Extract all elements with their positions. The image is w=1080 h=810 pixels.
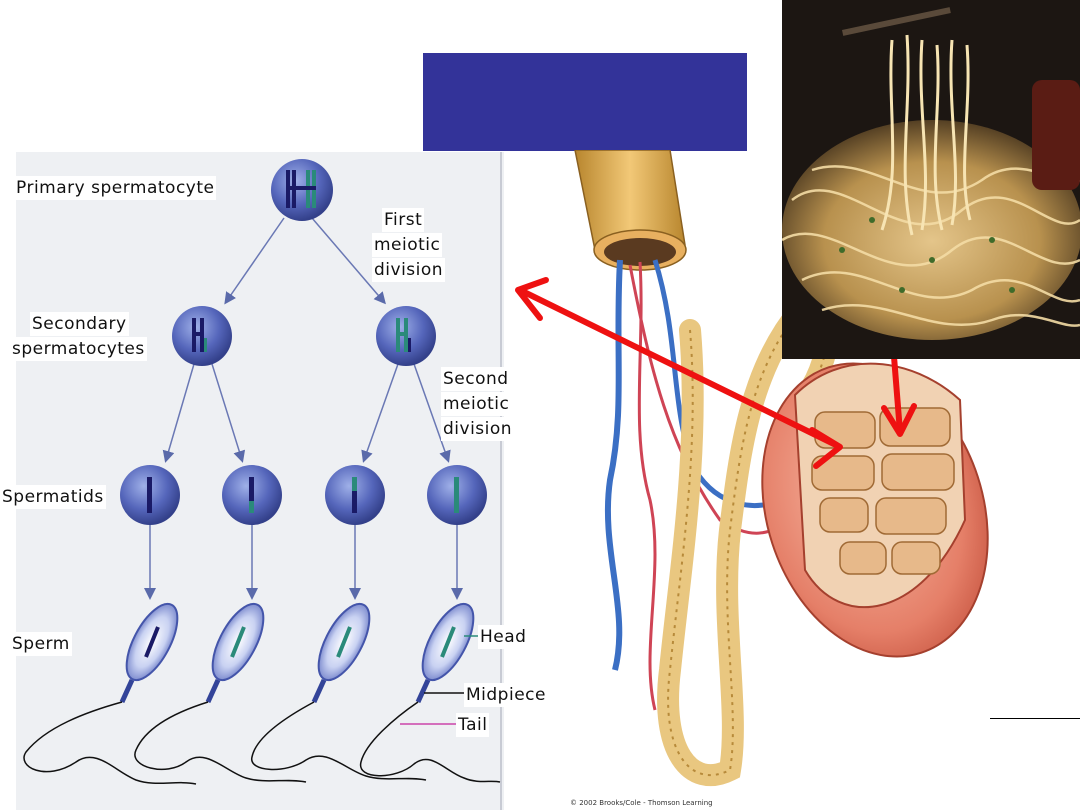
secondary-spermatocyte-cell-left xyxy=(172,306,232,366)
tail-label: Tail xyxy=(456,713,490,737)
spaghetti-photo xyxy=(782,0,1080,359)
spermatid-cell-2 xyxy=(222,465,282,525)
spermatid-cell-4 xyxy=(427,465,487,525)
first-division-label-line3: division xyxy=(372,258,446,282)
first-division-label-line1: First xyxy=(382,208,425,232)
head-label: Head xyxy=(478,625,529,649)
midpiece-label: Midpiece xyxy=(464,683,548,707)
secondary-label-line2: spermatocytes xyxy=(10,337,147,361)
part-leader-lines xyxy=(400,635,480,725)
second-division-label-line2: meiotic xyxy=(441,392,512,416)
arrow-diagram-to-testis xyxy=(517,287,841,449)
sperm-cell-4 xyxy=(360,602,501,783)
horizontal-rule xyxy=(990,718,1080,719)
secondary-spermatocyte-cell-right xyxy=(376,306,436,366)
sperm-label: Sperm xyxy=(10,632,72,656)
spermatid-cell-3 xyxy=(325,465,385,525)
spermatid-cell-1 xyxy=(120,465,180,525)
sperm-cell-2 xyxy=(134,602,307,783)
first-division-label-line2: meiotic xyxy=(372,233,443,257)
title-box xyxy=(423,53,747,151)
arrowhead-testis-lower xyxy=(881,403,917,437)
spermatogenesis-figure xyxy=(23,152,502,810)
lineage-arrows xyxy=(144,217,463,600)
arrowhead-testis xyxy=(809,427,843,469)
sperm-cell-1 xyxy=(23,602,197,785)
sperm-cell-3 xyxy=(251,602,427,781)
primary-spermatocyte-cell xyxy=(271,159,333,221)
spermatids-label: Spermatids xyxy=(0,485,106,509)
arrowhead-left xyxy=(515,277,549,321)
primary-spermatocyte-label: Primary spermatocyte xyxy=(14,176,217,200)
secondary-label-line1: Secondary xyxy=(30,312,129,336)
second-division-label-line1: Second xyxy=(441,367,511,391)
copyright-credit: © 2002 Brooks/Cole - Thomson Learning xyxy=(570,799,713,807)
second-division-label-line3: division xyxy=(441,417,515,441)
